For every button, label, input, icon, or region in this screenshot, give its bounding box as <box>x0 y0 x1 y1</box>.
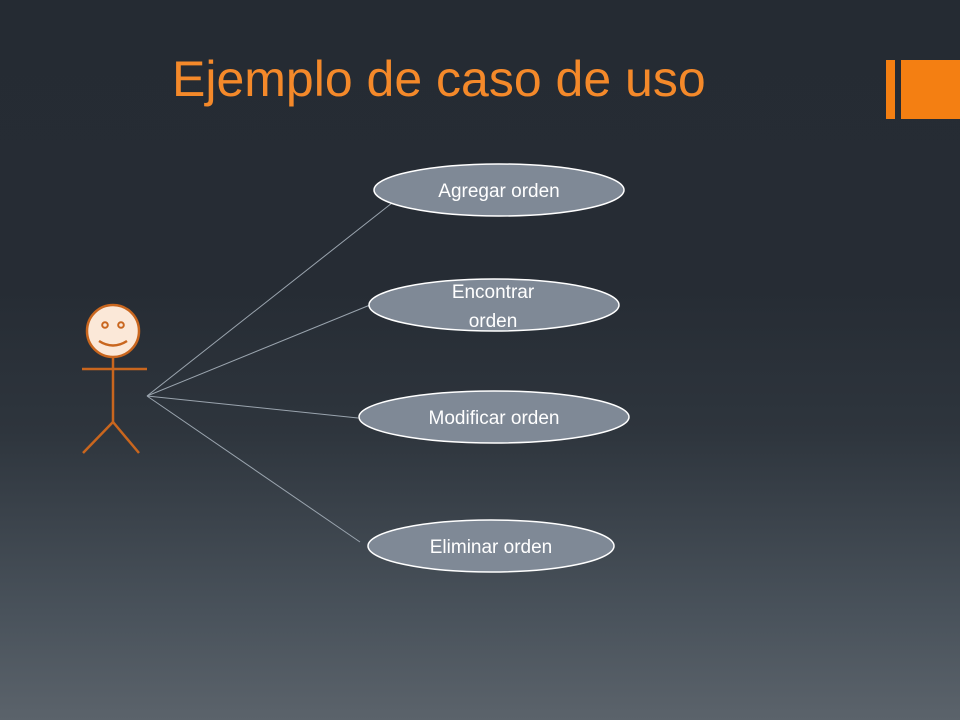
use-case-modificar: Modificar orden <box>358 390 630 444</box>
use-case-agregar: Agregar orden <box>373 163 625 217</box>
use-case-label-line-1: Encontrar <box>452 282 535 303</box>
slide-title: Ejemplo de caso de uso <box>172 51 706 107</box>
use-case-encontrar: Encontrar orden <box>368 278 620 332</box>
use-case-label: Agregar orden <box>438 181 559 202</box>
use-case-ellipse <box>367 519 615 573</box>
accent-bar-thin <box>886 60 895 119</box>
use-case-ellipse <box>358 390 630 444</box>
connector-modificar <box>146 395 359 419</box>
actor-eye-left <box>101 321 109 329</box>
use-case-ellipse <box>368 278 620 332</box>
actor-figure <box>82 303 147 454</box>
use-case-eliminar: Eliminar orden <box>367 519 615 573</box>
actor-head <box>85 303 141 359</box>
use-case-label-line-2: orden <box>469 311 518 332</box>
connector-agregar <box>146 202 393 397</box>
actor-eye-right <box>117 321 125 329</box>
actor-smile <box>98 339 128 347</box>
accent-bar-thick <box>901 60 960 119</box>
connector-encontrar <box>146 304 371 397</box>
connector-eliminar <box>146 395 361 543</box>
actor-leg-left <box>82 421 114 454</box>
use-case-ellipse <box>373 163 625 217</box>
use-case-label: Eliminar orden <box>430 537 553 558</box>
connectors <box>146 202 393 543</box>
use-case-label: Modificar orden <box>429 408 560 429</box>
actor-leg-right <box>112 421 140 454</box>
